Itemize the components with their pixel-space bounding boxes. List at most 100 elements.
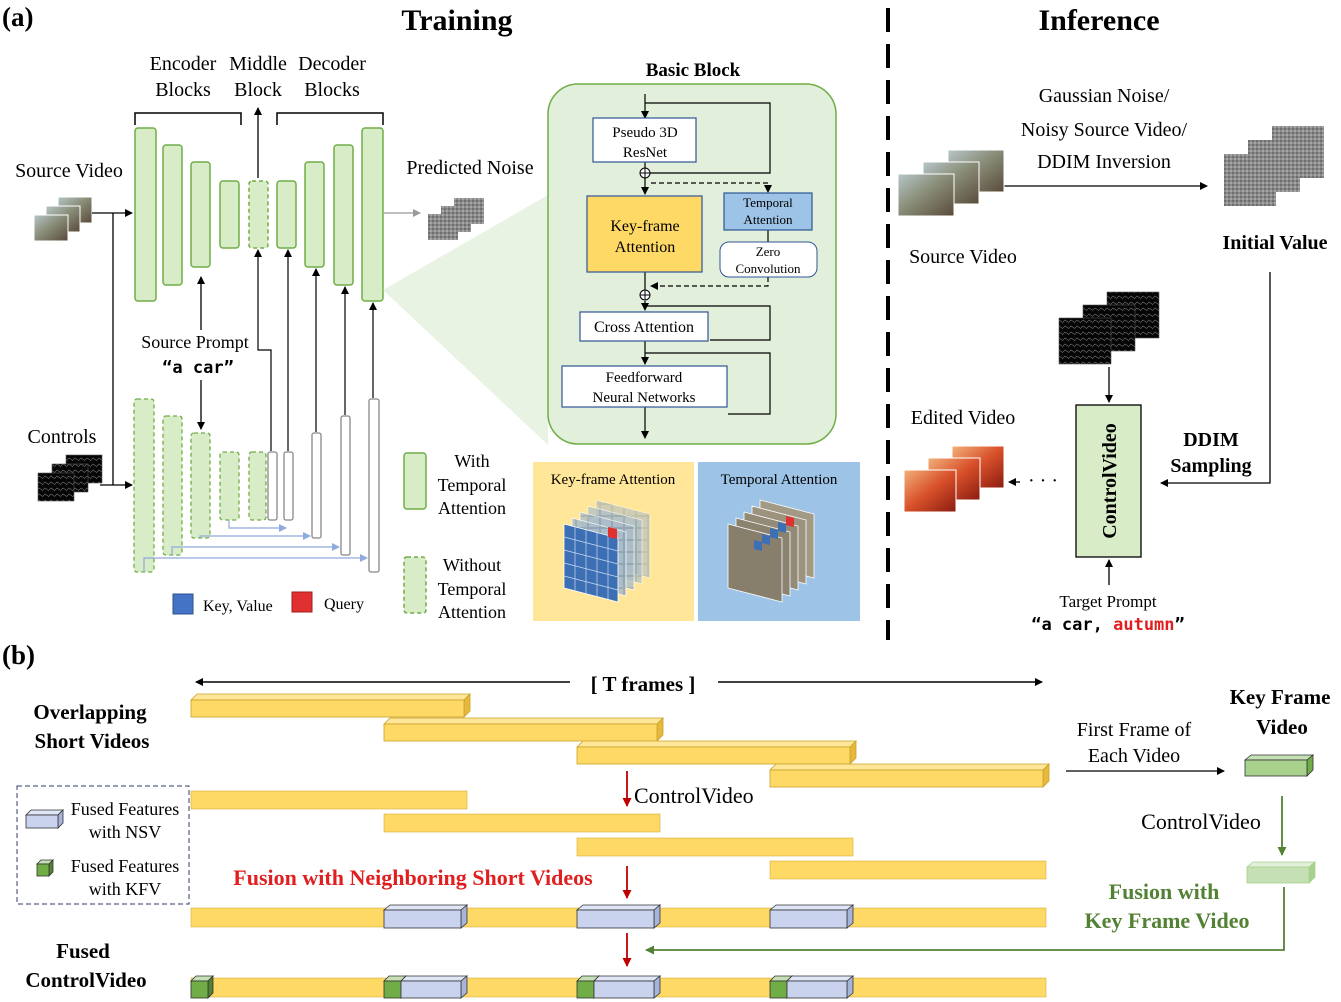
controls-label: Controls bbox=[28, 426, 97, 448]
encoder-block-2 bbox=[162, 144, 183, 286]
key-value-swatch bbox=[172, 593, 194, 615]
edited-dots: · · · bbox=[1028, 470, 1058, 492]
without-temporal-1: Without bbox=[443, 555, 501, 575]
ddim-line1: DDIM bbox=[1183, 429, 1239, 451]
processed-key-frame-bar bbox=[1245, 861, 1317, 884]
encoder-label-2: Blocks bbox=[155, 79, 211, 101]
nsv-final-1 bbox=[400, 975, 469, 999]
without-temporal-3: Attention bbox=[438, 602, 506, 622]
control-connections bbox=[254, 249, 377, 451]
legend-kfv-line1: Fused Features bbox=[71, 856, 179, 876]
temporal-attention-box bbox=[723, 192, 813, 231]
initial-value-label: Initial Value bbox=[1222, 232, 1327, 254]
with-temporal-1: With bbox=[454, 451, 489, 471]
kfv-segment-0 bbox=[190, 975, 214, 999]
inference-title: Inference bbox=[1038, 4, 1159, 37]
zero-conv-box bbox=[719, 241, 818, 278]
fused-line2: ControlVideo bbox=[25, 968, 146, 992]
fusion-kfv-line2: Key Frame Video bbox=[1085, 908, 1250, 933]
keyframe-line1: Key-frame bbox=[610, 218, 679, 235]
decoder-block-1 bbox=[276, 180, 297, 249]
encoder-label-1: Encoder bbox=[150, 53, 217, 75]
middle-label-2: Block bbox=[234, 79, 282, 101]
short-video-2 bbox=[383, 717, 664, 742]
fusion-nsv-title: Fusion with Neighboring Short Videos bbox=[233, 865, 593, 890]
source-prompt-text: “a car” bbox=[162, 358, 234, 378]
training-title: Training bbox=[401, 4, 512, 37]
inference-source-thumbs bbox=[897, 149, 1005, 217]
decoder-block-2 bbox=[304, 161, 325, 268]
without-temporal-swatch bbox=[403, 556, 427, 614]
ddim-line2: Sampling bbox=[1170, 455, 1251, 477]
controls-thumbs bbox=[37, 454, 103, 502]
skip-connections bbox=[143, 520, 368, 572]
without-temporal-2: Temporal bbox=[438, 579, 507, 599]
encoder-bracket bbox=[134, 112, 242, 125]
zoom-fan bbox=[383, 195, 548, 445]
kf-panel-title: Key-frame Attention bbox=[551, 472, 676, 488]
temporal-panel-title: Temporal Attention bbox=[721, 472, 838, 488]
query-swatch bbox=[291, 591, 313, 613]
noise-option-2: Noisy Source Video/ bbox=[1021, 119, 1188, 141]
encoder-block-1 bbox=[134, 127, 157, 302]
feedforward-line1: Feedforward bbox=[606, 370, 683, 386]
predicted-noise-thumbs bbox=[428, 198, 484, 240]
decoder-label-1: Decoder bbox=[298, 53, 366, 75]
nsv-legend-swatch bbox=[25, 809, 64, 829]
unet-blocks bbox=[134, 127, 384, 302]
zero-conv-line2: Convolution bbox=[735, 261, 801, 276]
keyframe-attention-box bbox=[586, 195, 703, 273]
nsv-fused-segments bbox=[382, 904, 855, 929]
fused-line1: Fused bbox=[56, 939, 110, 963]
source-prompt-label: Source Prompt bbox=[141, 332, 249, 352]
nsv-final-2 bbox=[593, 975, 662, 999]
key-frame-video-line2: Video bbox=[1256, 715, 1308, 739]
sum-nodes bbox=[639, 167, 651, 301]
fusion-kfv-arrow bbox=[645, 887, 1285, 955]
controlvideo-model-box bbox=[1075, 404, 1142, 558]
middle-label-1: Middle bbox=[229, 53, 287, 75]
with-temporal-3: Attention bbox=[438, 498, 506, 518]
initial-value-thumbs bbox=[1224, 126, 1324, 206]
cross-attention-label: Cross Attention bbox=[594, 319, 694, 336]
edited-video-label: Edited Video bbox=[911, 407, 1016, 429]
temporal-line1: Temporal bbox=[743, 195, 793, 210]
legend-kfv-line2: with KFV bbox=[89, 879, 162, 899]
kfv-legend-swatch bbox=[36, 859, 54, 877]
nsv-final-3 bbox=[786, 975, 855, 999]
encoder-block-3 bbox=[190, 161, 211, 268]
first-frame-line2: Each Video bbox=[1088, 745, 1180, 767]
keyframe-line2: Attention bbox=[615, 239, 675, 256]
short-video-3 bbox=[576, 740, 857, 765]
controlvideo-model-label: ControlVideo bbox=[1099, 423, 1121, 539]
processed-video-3 bbox=[576, 837, 854, 857]
target-prompt-text: “a car, autumn” bbox=[1031, 615, 1185, 635]
decoder-block-3 bbox=[333, 144, 354, 286]
decoder-label-2: Blocks bbox=[304, 79, 360, 101]
predicted-noise-label: Predicted Noise bbox=[406, 157, 533, 179]
overlapping-bars bbox=[190, 693, 1050, 788]
part-a-label: (a) bbox=[2, 2, 33, 32]
temporal-frame-stack bbox=[727, 499, 815, 603]
inference-source-label: Source Video bbox=[909, 246, 1017, 268]
nsv-segment-3 bbox=[768, 904, 855, 929]
nsv-segment-1 bbox=[382, 904, 469, 929]
short-video-1 bbox=[190, 693, 471, 718]
decoder-bracket bbox=[276, 112, 384, 125]
basic-block-flow bbox=[641, 94, 771, 439]
part-b-label: (b) bbox=[2, 640, 35, 670]
target-prompt-label: Target Prompt bbox=[1059, 592, 1156, 611]
with-temporal-2: Temporal bbox=[438, 475, 507, 495]
fusion-kfv-line1: Fusion with bbox=[1109, 879, 1220, 904]
controlvideo-right-label: ControlVideo bbox=[1141, 809, 1261, 834]
cross-attention-box bbox=[579, 311, 709, 342]
first-frame-line1: First Frame of bbox=[1077, 719, 1192, 741]
basic-block-title: Basic Block bbox=[646, 60, 741, 81]
controlnet-blocks bbox=[133, 398, 380, 573]
ddim-arrow bbox=[1160, 272, 1271, 487]
query-label: Query bbox=[324, 596, 364, 613]
legend-nsv-line2: with NSV bbox=[89, 822, 162, 842]
processed-bars bbox=[190, 790, 1047, 880]
processed-video-4 bbox=[769, 860, 1047, 880]
